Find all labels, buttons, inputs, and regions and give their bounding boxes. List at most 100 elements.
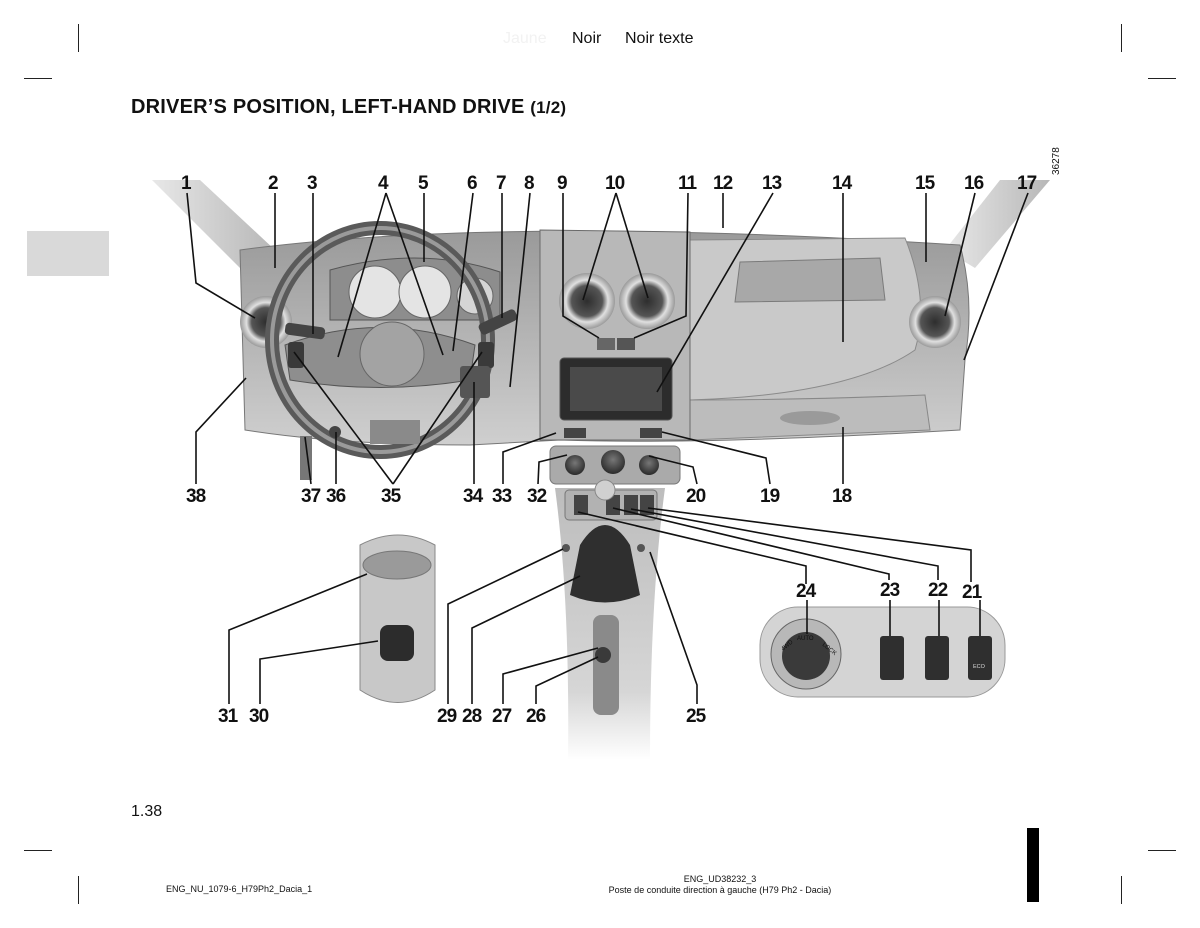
callout-13: 13	[762, 173, 782, 194]
wiper-stalk	[478, 309, 518, 335]
power-socket	[380, 625, 414, 661]
leader-lines	[186, 192, 1029, 704]
crop-mark	[78, 876, 79, 904]
callout-10: 10	[605, 173, 625, 194]
header-color-black-text: Noir texte	[625, 30, 694, 47]
central-locking-switch	[617, 338, 635, 350]
callout-23: 23	[880, 580, 900, 601]
footer-center-code: ENG_UD38232_3	[683, 874, 757, 884]
gear-gaiter	[570, 525, 640, 603]
callout-37: 37	[301, 486, 321, 507]
cruise-control-switch	[460, 366, 490, 398]
callout-6: 6	[467, 173, 477, 194]
page-number: 1.38	[131, 803, 163, 820]
callout-35: 35	[381, 486, 402, 507]
callout-22: 22	[928, 580, 948, 601]
callout-8: 8	[524, 173, 534, 194]
callout-34: 34	[463, 486, 484, 507]
right-side-vent	[909, 296, 961, 348]
climate-knob-right	[639, 455, 659, 475]
callout-14: 14	[832, 173, 853, 194]
footer-center: ENG_UD38232_3 Poste de conduite directio…	[560, 874, 880, 896]
callout-7: 7	[496, 173, 506, 194]
crop-mark	[24, 850, 52, 851]
callout-9: 9	[557, 173, 567, 194]
tachometer	[398, 265, 452, 319]
chapter-tab-marker	[27, 231, 109, 276]
centre-vent-right	[619, 273, 675, 329]
callout-4: 4	[378, 173, 389, 194]
left-a-pillar	[152, 180, 275, 268]
callout-2: 2	[268, 173, 278, 194]
crop-mark	[24, 78, 52, 79]
callout-25: 25	[686, 706, 707, 727]
knob-label-auto: AUTO	[797, 636, 814, 642]
storage-tray	[734, 257, 886, 303]
callout-38: 38	[186, 486, 206, 507]
callout-15: 15	[915, 173, 936, 194]
hazard-switch	[597, 338, 615, 350]
cup-holder	[362, 550, 432, 580]
hill-descent-switch[interactable]	[925, 636, 949, 680]
right-wheel-controls	[478, 342, 494, 368]
console-switch-left	[564, 428, 586, 438]
footer-center-text: Poste de conduite direction à gauche (H7…	[608, 885, 832, 895]
callout-30: 30	[249, 706, 269, 727]
page-title-main: DRIVER’S POSITION, LEFT-HAND DRIVE	[131, 96, 525, 118]
crop-mark	[78, 24, 79, 52]
switch-1	[574, 495, 588, 515]
console-switch-right	[640, 428, 662, 438]
stop-start-switch[interactable]	[880, 636, 904, 680]
callout-21: 21	[962, 582, 983, 603]
climate-knob-left	[565, 455, 585, 475]
callout-11: 11	[678, 173, 698, 194]
callout-12: 12	[713, 173, 733, 194]
callout-3: 3	[307, 173, 317, 194]
gear-knob	[594, 479, 616, 501]
crop-mark	[1148, 78, 1176, 79]
page-title-sub: (1/2)	[530, 98, 567, 117]
callout-36: 36	[326, 486, 346, 507]
callout-1: 1	[181, 173, 192, 194]
steering-wheel-highlight	[270, 226, 490, 454]
footer-left: ENG_NU_1079-6_H79Ph2_Dacia_1	[166, 884, 313, 894]
callout-18: 18	[832, 486, 852, 507]
eco-switch-label: ECO	[973, 664, 986, 670]
crop-mark	[1121, 24, 1122, 52]
glovebox-handle	[780, 411, 840, 425]
callout-29: 29	[437, 706, 457, 727]
rear-power-socket	[595, 647, 611, 663]
callout-27: 27	[492, 706, 512, 727]
callout-20: 20	[686, 486, 706, 507]
drive-mode-knob[interactable]	[782, 632, 830, 680]
callout-5: 5	[418, 173, 429, 194]
crop-mark	[1121, 876, 1122, 904]
callout-24: 24	[796, 581, 817, 602]
centre-vent-left	[559, 273, 615, 329]
callout-16: 16	[964, 173, 984, 194]
horn-pad	[359, 321, 425, 387]
tunnel-screw-left	[562, 544, 570, 552]
bonnet-release	[329, 426, 341, 438]
steering-column	[370, 420, 420, 444]
callout-33: 33	[492, 486, 512, 507]
callout-17: 17	[1017, 173, 1037, 194]
parking-brake-slot	[593, 615, 619, 715]
page-title: DRIVER’S POSITION, LEFT-HAND DRIVE (1/2)	[131, 96, 566, 119]
callout-numbers: 1 2 3 4 5 6 7 8 9 10 11 12 13 14 15 16 1…	[181, 173, 1038, 727]
header-color-black: Noir	[572, 30, 602, 47]
lighting-stalk	[284, 322, 326, 340]
margin-black-bar	[1027, 828, 1039, 902]
crop-mark	[1148, 850, 1176, 851]
eco-mode-switch[interactable]	[968, 636, 992, 680]
climate-knob-centre	[601, 450, 625, 474]
switch-2	[606, 495, 620, 515]
callout-31: 31	[218, 706, 239, 727]
tunnel-screw-right	[637, 544, 645, 552]
multimedia-screen-display	[570, 367, 662, 411]
header-color-yellow: Jaune	[503, 30, 547, 47]
callout-28: 28	[462, 706, 482, 727]
callout-19: 19	[760, 486, 780, 507]
callout-26: 26	[526, 706, 546, 727]
